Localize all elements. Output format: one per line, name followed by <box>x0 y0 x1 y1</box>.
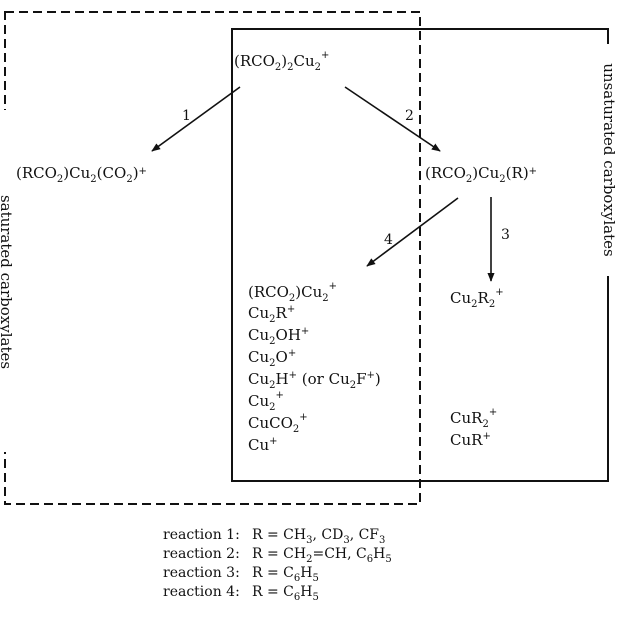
reaction-1-number: 1 <box>182 108 191 124</box>
reaction-4-definition: R = C6H5 <box>252 584 319 603</box>
reaction-3-definition: R = C6H5 <box>252 565 319 584</box>
reaction-4-label: reaction 4: <box>163 584 240 600</box>
list-item: Cu2OH+ <box>248 326 309 347</box>
saturated-carboxylates-box <box>4 11 421 505</box>
list-item: CuCO2+ <box>248 412 308 435</box>
reaction-4-arrow <box>366 197 459 267</box>
reaction-2-arrow <box>344 86 441 152</box>
reaction-1-label: reaction 1: <box>163 527 240 543</box>
reaction-3-label: reaction 3: <box>163 565 240 581</box>
list-item: Cu+ <box>248 436 278 454</box>
reaction-1-arrow <box>151 86 241 152</box>
product-3-formula: Cu2R2+ <box>450 287 504 310</box>
list-item: Cu2O+ <box>248 348 296 369</box>
saturated-label: saturated carboxylates <box>0 195 15 369</box>
reactant-formula: (RCO2)2Cu2+ <box>234 50 329 73</box>
product-4-list: (RCO2)Cu2+ Cu2R+ Cu2OH+ Cu2O+ Cu2H+ (or … <box>248 281 381 454</box>
product-1-formula: (RCO2)Cu2(CO2)+ <box>16 164 147 185</box>
cur-formula: CuR+ <box>450 431 491 449</box>
list-item: Cu2+ <box>248 390 284 413</box>
reaction-2-definition: R = CH2=CH, C6H5 <box>252 546 392 565</box>
list-item: Cu2R+ <box>248 304 295 325</box>
reaction-2-number: 2 <box>405 108 414 124</box>
product-2-formula: (RCO2)Cu2(R)+ <box>425 164 537 185</box>
list-item: (RCO2)Cu2+ <box>248 281 337 304</box>
list-item: Cu2H+ (or Cu2F+) <box>248 370 381 391</box>
reaction-4-number: 4 <box>384 232 393 248</box>
reaction-3-number: 3 <box>501 227 510 243</box>
cur2-formula: CuR2+ <box>450 407 497 430</box>
reaction-legend: reaction 1: R = CH3, CD3, CF3 reaction 2… <box>163 527 392 603</box>
unsaturated-label: unsaturated carboxylates <box>600 63 618 256</box>
reaction-1-definition: R = CH3, CD3, CF3 <box>252 527 385 546</box>
reaction-2-label: reaction 2: <box>163 546 240 562</box>
